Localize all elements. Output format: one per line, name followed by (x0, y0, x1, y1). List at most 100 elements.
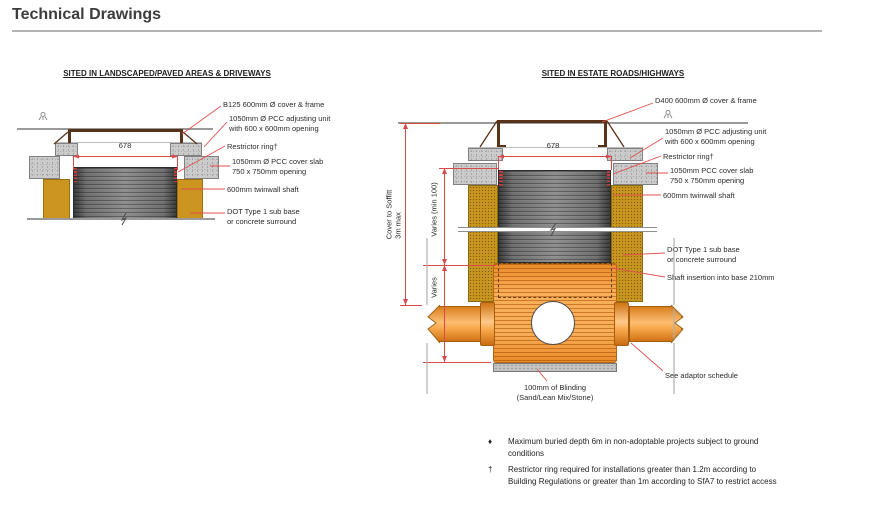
footnote-max-depth: ♦ Maximum buried depth 6m in non-adoptab… (488, 436, 878, 460)
label-twinwall-shaft: 600mm twinwall shaft (663, 191, 735, 200)
label-twinwall-shaft: 600mm twinwall shaft (227, 185, 299, 194)
cover-frame-right-leg (180, 129, 183, 145)
dagger-icon: † (488, 465, 493, 474)
opening-dimension-ext-right (177, 156, 178, 170)
base-line (27, 218, 215, 220)
footnote-restrictor: † Restrictor ring required for installat… (488, 464, 878, 488)
label-subbase-line2: or concrete surround (667, 254, 737, 264)
survey-marker-icon (665, 110, 671, 115)
diagram-estate-roads-highways: SITED IN ESTATE ROADS/HIGHWAYS (380, 62, 885, 417)
dim-cover-to-soffit-text1: Cover to Soffitt (384, 189, 394, 240)
label-adjusting-unit: 1050mm Ø PCC adjusting unit with 600 x 6… (665, 127, 766, 147)
footnote1-line2: conditions (508, 449, 545, 458)
label-cover-frame: B125 600mm Ø cover & frame (223, 100, 325, 109)
footnote2-text: Restrictor ring required for installatio… (508, 464, 878, 488)
twinwall-shaft (498, 170, 611, 263)
diamond-bullet-icon: ♦ (488, 437, 493, 446)
inlet-socket (480, 302, 495, 346)
cover-frame-top (497, 120, 607, 123)
cover-slab-left (29, 156, 60, 179)
restrictor-ring-left (73, 168, 77, 182)
twinwall-shaft (73, 167, 177, 219)
subbase-right (611, 185, 643, 302)
subbase-left (43, 179, 70, 219)
title-rule (12, 30, 822, 32)
frame-skirt-left (479, 120, 498, 148)
label-adjusting-unit: 1050mm Ø PCC adjusting unit with 600 x 6… (229, 114, 330, 134)
restrictor-ring-left (499, 171, 503, 186)
opening-dimension-ext-left (498, 156, 499, 170)
adjusting-unit-right (170, 143, 202, 156)
cover-frame-right-foot (598, 145, 607, 147)
label-shaft-insertion: Shaft insertion into base 210mm (667, 273, 775, 282)
label-blinding-line2: (Sand/Lean Mix/Stone) (516, 392, 594, 402)
adjusting-unit-top-line (468, 147, 644, 148)
label-restrictor-ring: Restrictor ring† (663, 152, 714, 161)
dim-varies-tick-mid (423, 265, 496, 266)
label-restrictor-ring: Restrictor ring† (227, 142, 278, 151)
cover-frame-right-leg (604, 120, 607, 147)
cover-slab-left (453, 163, 497, 185)
adjusting-unit-top-line (55, 142, 202, 143)
diagram-landscaped-paved-areas: SITED IN LANDSCAPED/PAVED AREAS & DRIVEW… (14, 62, 364, 237)
cover-frame-left-leg (497, 120, 500, 147)
label-blinding: 100mm of Blinding (Sand/Lean Mix/Stone) (503, 383, 607, 403)
shaft-break-band (458, 227, 657, 232)
label-adaptor-schedule: See adaptor schedule (665, 371, 738, 380)
footnote1-line1: Maximum buried depth 6m in non-adoptable… (508, 437, 759, 446)
restrictor-ring-right (173, 168, 177, 182)
dim-cover-to-soffit-tick-bottom (400, 305, 428, 306)
cover-slab-right (184, 156, 219, 179)
cover-frame-top (68, 129, 183, 132)
opening-dimension-line (498, 156, 612, 157)
cover-frame-left-foot (497, 145, 506, 147)
label-adjusting-line2: with 600 x 600mm opening (665, 136, 755, 146)
label-subbase-line2: or concrete surround (227, 216, 297, 226)
label-blinding-line1: 100mm of Blinding (523, 383, 587, 392)
label-subbase-line1: DOT Type 1 sub base (227, 207, 300, 216)
label-adjusting-line1: 1050mm Ø PCC adjusting unit (229, 114, 331, 123)
footnote2-line1: Restrictor ring required for installatio… (508, 465, 757, 474)
adjusting-unit-right (607, 148, 643, 161)
label-adjusting-line1: 1050mm Ø PCC adjusting unit (665, 127, 767, 136)
opening-dimension-ext-left (73, 156, 74, 170)
leader-cover (601, 102, 654, 123)
dim-cover-to-soffit-text2: 3m max (393, 212, 403, 239)
label-slab-line1: 1050mm PCC cover slab (670, 166, 754, 175)
label-subbase-line1: DOT Type 1 sub base (667, 245, 740, 254)
label-slab-line1: 1050mm Ø PCC cover slab (232, 157, 324, 166)
label-cover-slab: 1050mm PCC cover slab 750 x 750mm openin… (670, 166, 753, 186)
outlet-socket (614, 302, 629, 346)
footnote1-text: Maximum buried depth 6m in non-adoptable… (508, 436, 878, 460)
label-adjusting-line2: with 600 x 600mm opening (229, 123, 319, 133)
dim-cover-to-soffit-line (405, 123, 406, 305)
leader-adjusting (203, 121, 228, 148)
ground-line (398, 122, 748, 124)
leader-adaptor (630, 342, 664, 372)
right-diagram-heading: SITED IN ESTATE ROADS/HIGHWAYS (541, 69, 685, 78)
subbase-right (177, 179, 203, 219)
label-subbase: DOT Type 1 sub base or concrete surround (667, 245, 740, 265)
cover-frame-left-leg (68, 129, 71, 145)
restrictor-ring-right (606, 171, 610, 186)
outlet-pipe (629, 306, 682, 342)
cover-slab-right (613, 163, 658, 185)
adjusting-unit-left (55, 143, 78, 156)
footnote2-line2: Building Regulations or greater than 1m … (508, 477, 777, 486)
page-title: Technical Drawings (12, 6, 162, 23)
channel-opening (531, 301, 575, 345)
shaft-insertion-outline (498, 263, 612, 298)
blinding-layer (493, 363, 617, 372)
dim-cover-to-soffit-tick-top (400, 123, 440, 124)
label-subbase: DOT Type 1 sub base or concrete surround (227, 207, 300, 227)
frame-skirt-right (606, 120, 625, 148)
opening-dimension-value: 678 (118, 141, 132, 150)
label-slab-line2: 750 x 750mm opening (232, 166, 307, 176)
dim-varies-tick-bottom (423, 362, 491, 363)
label-slab-line2: 750 x 750mm opening (670, 175, 745, 185)
opening-dimension-ext-right (611, 156, 612, 170)
opening-dimension-value: 678 (546, 141, 560, 150)
opening-dimension-line (73, 156, 178, 157)
dim-varies-text: Varies (429, 277, 439, 298)
